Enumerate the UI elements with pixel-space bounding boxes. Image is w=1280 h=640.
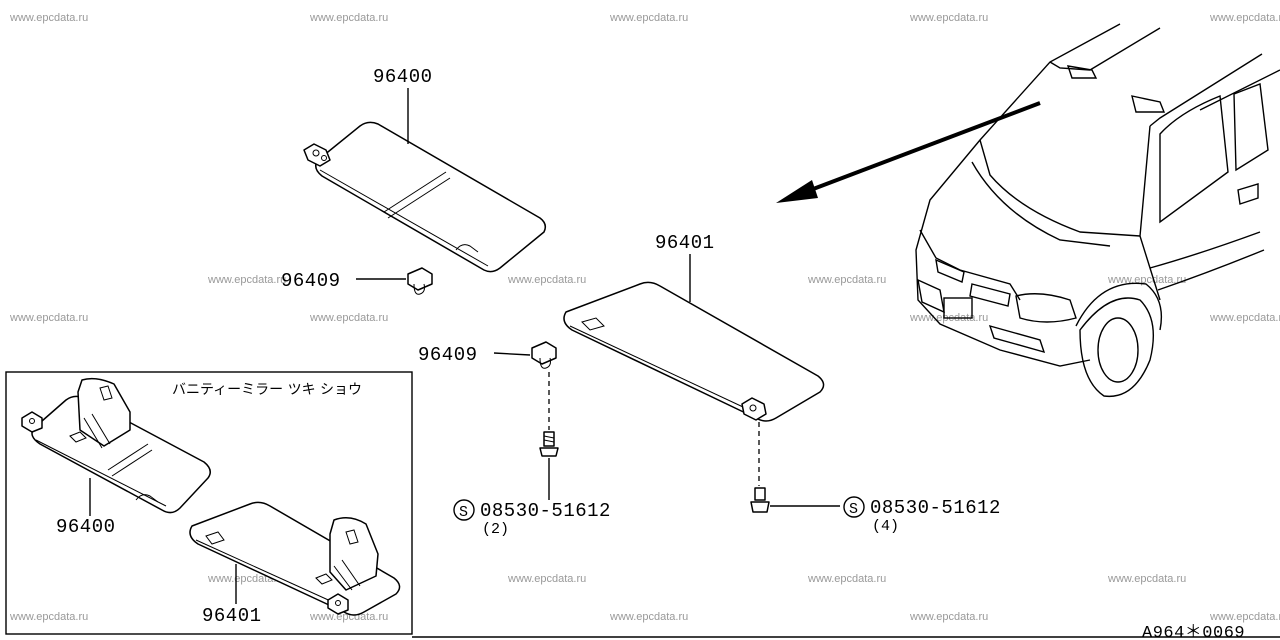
visor-96401-main [563,281,825,422]
screw-quantity: (4) [872,518,899,535]
watermark: www.epcdata.ru [909,12,988,24]
watermark: www.epcdata.ru [1107,274,1186,286]
vanity-mirror-inset: バニティーミラー ツキ ショウ 96400 [5,371,413,635]
inset-visor-96401 [189,501,401,616]
visor-holder-96409-lower [531,341,557,369]
screw-quantity: (2) [482,521,509,538]
watermark: www.epcdata.ru [309,611,388,623]
screw-callout-right: S 08530-51612 (4) [843,496,1001,535]
watermark: www.epcdata.ru [9,611,88,623]
watermark: www.epcdata.ru [9,12,88,24]
watermark: www.epcdata.ru [609,611,688,623]
watermark: www.epcdata.ru [9,312,88,324]
visor-96400-main [303,121,547,273]
standard-part-symbol: S [849,501,858,518]
screw-callout-left: S 08530-51612 (2) [453,499,611,538]
watermark: www.epcdata.ru [1209,611,1280,623]
inset-visor-96400 [21,377,211,514]
screw-part-number: 08530-51612 [870,497,1001,519]
visor-holder-96409-upper [407,267,433,295]
callout-96409-lower: 96409 [418,344,478,366]
diagram-code: A964＊0069 [1142,623,1245,640]
screw-08530-51612-left [539,431,559,457]
watermark: www.epcdata.ru [309,12,388,24]
standard-part-symbol: S [459,504,468,521]
watermark: www.epcdata.ru [207,274,286,286]
callout-inset-96400: 96400 [56,516,116,538]
vehicle-front-view [915,23,1280,398]
callout-96400: 96400 [373,66,433,88]
screw-part-number: 08530-51612 [480,500,611,522]
callout-96401-main: 96401 [655,232,715,254]
watermark: www.epcdata.ru [909,611,988,623]
watermark: www.epcdata.ru [807,274,886,286]
watermark: www.epcdata.ru [1209,312,1280,324]
watermark: www.epcdata.ru [1209,12,1280,24]
watermark: www.epcdata.ru [309,312,388,324]
watermark: www.epcdata.ru [609,12,688,24]
callout-96409-upper: 96409 [281,270,341,292]
watermark: www.epcdata.ru [1107,573,1186,585]
leader-line [493,352,531,356]
watermark-layer: www.epcdata.ru www.epcdata.ru www.epcdat… [9,12,1280,623]
watermark: www.epcdata.ru [507,573,586,585]
watermark: www.epcdata.ru [807,573,886,585]
callout-inset-96401: 96401 [202,605,262,627]
inset-note: バニティーミラー ツキ ショウ [172,382,362,398]
screw-08530-51612-right [750,487,770,513]
watermark: www.epcdata.ru [507,274,586,286]
